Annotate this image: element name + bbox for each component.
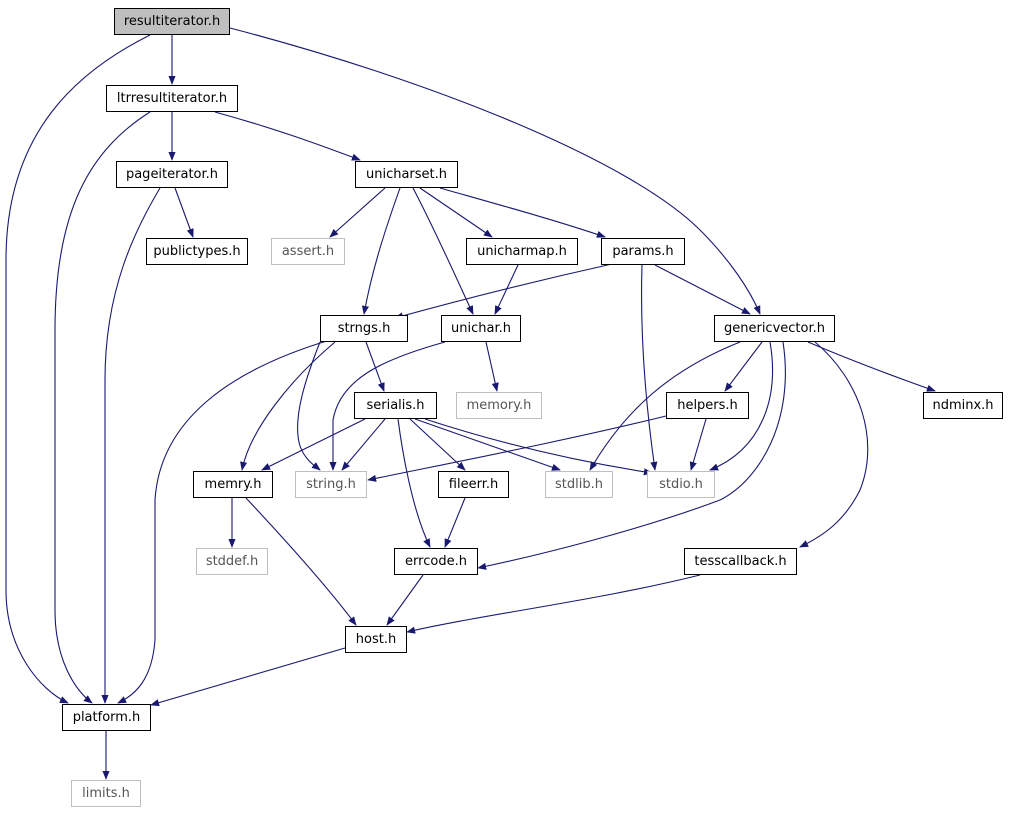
edge-tesscallback-host: [406, 574, 701, 634]
edge-serialis-fileerr: [409, 418, 466, 471]
edge-helpers-string: [367, 414, 671, 482]
node-string[interactable]: string.h: [295, 471, 367, 498]
node-unichar[interactable]: unichar.h: [441, 315, 521, 342]
node-platform[interactable]: platform.h: [62, 704, 151, 731]
edge-unicharset-unicharmap: [419, 187, 493, 238]
edge-genericvector-helpers: [724, 341, 763, 392]
edge-memry-host: [245, 497, 357, 626]
node-memry[interactable]: memry.h: [193, 471, 273, 498]
node-params[interactable]: params.h: [601, 238, 685, 265]
edge-genericvector-errcode: [477, 341, 786, 570]
edge-serialis-errcode: [397, 418, 431, 548]
edge-host-platform: [150, 647, 346, 707]
node-ndminx[interactable]: ndminx.h: [923, 392, 1003, 419]
node-unicharset[interactable]: unicharset.h: [355, 161, 458, 188]
edge-unichar-memory: [485, 341, 499, 392]
edge-serialis-memry: [261, 418, 366, 471]
edge-genericvector-ndminx: [807, 341, 936, 392]
node-stddef[interactable]: stddef.h: [196, 548, 268, 575]
node-assert[interactable]: assert.h: [271, 238, 345, 265]
edge-unicharset-params: [439, 187, 606, 238]
edge-ltrresultiterator-platform: [54, 111, 151, 704]
edge-resultiterator-genericvector: [229, 27, 761, 315]
edge-ltrresultiterator-unicharset: [214, 111, 361, 161]
node-fileerr[interactable]: fileerr.h: [438, 471, 509, 498]
node-limits[interactable]: limits.h: [71, 780, 141, 807]
edge-pageiterator-platform: [101, 187, 161, 704]
edge-errcode-host: [386, 574, 424, 626]
node-strngs[interactable]: strngs.h: [320, 315, 408, 342]
node-memory[interactable]: memory.h: [456, 392, 542, 419]
edge-strngs-platform: [117, 339, 331, 704]
edge-unicharmap-unichar: [494, 264, 519, 315]
edge-serialis-stdio: [424, 418, 653, 476]
edge-genericvector-tesscallback: [799, 341, 869, 548]
edge-strngs-memry: [240, 341, 336, 471]
edge-helpers-stdio: [689, 418, 707, 471]
node-ltrresultiterator[interactable]: ltrresultiterator.h: [106, 85, 238, 112]
edge-params-stdio: [641, 264, 658, 471]
node-pageiterator[interactable]: pageiterator.h: [116, 161, 228, 188]
edge-fileerr-errcode: [444, 497, 466, 548]
node-helpers[interactable]: helpers.h: [666, 392, 749, 419]
node-tesscallback[interactable]: tesscallback.h: [684, 548, 797, 575]
edge-genericvector-stdlib: [589, 341, 741, 471]
node-host[interactable]: host.h: [345, 626, 407, 653]
node-errcode[interactable]: errcode.h: [394, 548, 478, 575]
edge-unichar-string: [329, 341, 446, 471]
edge-resultiterator-platform: [5, 34, 151, 704]
edge-serialis-string: [341, 418, 386, 471]
node-serialis[interactable]: serialis.h: [354, 392, 437, 419]
node-genericvector[interactable]: genericvector.h: [714, 315, 835, 342]
edge-unicharset-unichar: [412, 187, 474, 315]
edge-params-strngs: [394, 263, 613, 320]
node-resultiterator[interactable]: resultiterator.h: [114, 8, 230, 35]
edge-strngs-string: [297, 341, 321, 471]
node-publictypes[interactable]: publictypes.h: [146, 238, 248, 265]
edge-params-genericvector: [654, 264, 751, 315]
edge-serialis-stdlib: [414, 418, 561, 471]
edge-unicharset-assert: [329, 187, 386, 238]
edge-pageiterator-publictypes: [174, 187, 194, 238]
node-stdio[interactable]: stdio.h: [647, 471, 715, 498]
edge-unicharset-strngs: [361, 187, 401, 315]
edge-strngs-serialis: [365, 341, 385, 392]
edge-genericvector-stdio: [709, 341, 774, 471]
node-unicharmap[interactable]: unicharmap.h: [466, 238, 578, 265]
node-stdlib[interactable]: stdlib.h: [545, 471, 613, 498]
